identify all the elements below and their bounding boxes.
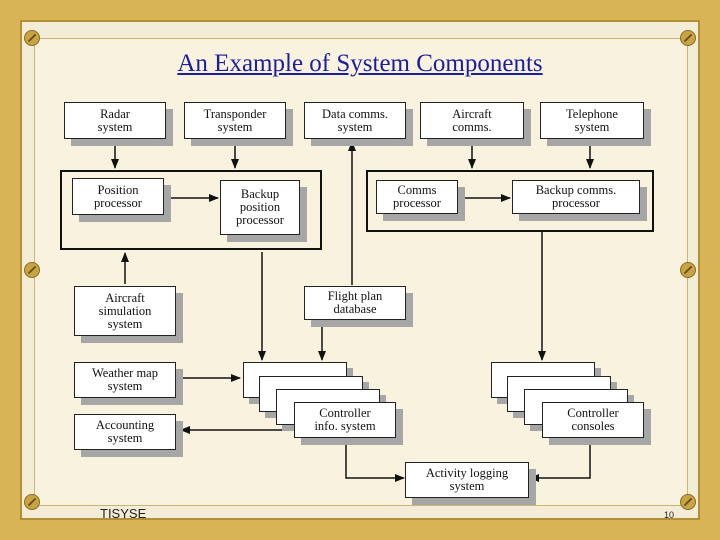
weather-map-system-box: Weather map system (74, 362, 176, 398)
comms-processing-group (366, 170, 654, 232)
flight-plan-database-box: Flight plan database (304, 286, 406, 320)
backup-comms-processor-box: Backup comms. processor (512, 180, 640, 214)
controller-consoles-box: Controller consoles (542, 402, 644, 438)
telephone-system-box: Telephone system (540, 102, 644, 139)
screw-icon (24, 494, 40, 510)
aircraft-comms-box: Aircraft comms. (420, 102, 524, 139)
slide-title: An Example of System Components (177, 50, 543, 77)
comms-processor-box: Comms processor (376, 180, 458, 214)
page-number: 10 (664, 510, 675, 520)
aircraft-simulation-system-box: Aircraft simulation system (74, 286, 176, 336)
controller-info-system-box: Controller info. system (294, 402, 396, 438)
edge-controller-info-logging (345, 440, 405, 482)
screw-icon (680, 30, 696, 46)
transponder-system-box: Transponder system (184, 102, 286, 139)
footer-label: TISYSE (100, 506, 147, 521)
edge-consoles-logging (529, 440, 591, 482)
screw-icon (24, 30, 40, 46)
position-processor-box: Position processor (72, 178, 164, 215)
radar-system-box: Radar system (64, 102, 166, 139)
activity-logging-system-box: Activity logging system (405, 462, 529, 498)
data-comms-system-box: Data comms. system (304, 102, 406, 139)
accounting-system-box: Accounting system (74, 414, 176, 450)
screw-icon (24, 262, 40, 278)
screw-icon (680, 262, 696, 278)
position-processing-group (60, 170, 322, 250)
backup-position-processor-box: Backup position processor (220, 180, 300, 235)
screw-icon (680, 494, 696, 510)
